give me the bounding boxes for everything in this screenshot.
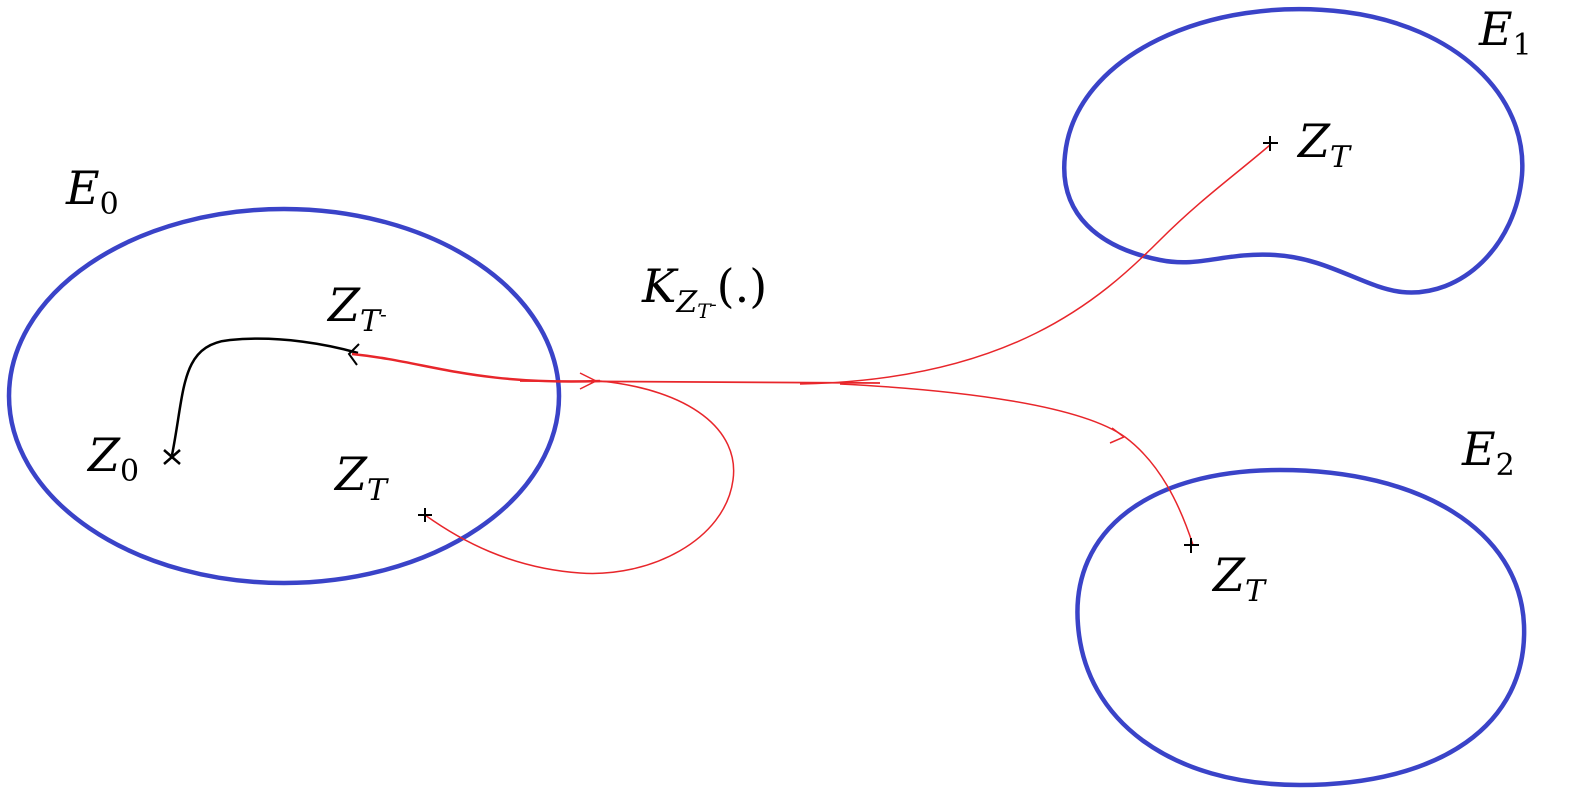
pre-jump-arrowhead (347, 343, 360, 366)
set-e0-outline (6, 206, 562, 586)
jump-path-arrowhead-main (579, 372, 598, 390)
label-e0-base: E (66, 161, 100, 215)
label-zt-e2-sub: T (1244, 574, 1265, 609)
label-z0: Z0 (88, 432, 139, 487)
label-zt-minus-base: Z (328, 278, 360, 332)
marker-zt-e1 (1263, 136, 1278, 151)
label-kernel-base: K (642, 259, 677, 313)
jump-path-loop-to-e0 (424, 380, 735, 575)
set-e1-outline (1061, 6, 1525, 295)
label-kernel-sub: ZT- (676, 285, 717, 323)
label-zt-e1-base: Z (1298, 114, 1330, 168)
label-e0-sub: 0 (99, 187, 119, 222)
label-zt-minus: ZT- (328, 282, 387, 337)
label-zt-e0: ZT (335, 451, 387, 506)
label-zt-minus-sub: T- (360, 304, 387, 339)
jump-path-to-e1 (799, 144, 1271, 385)
label-e2-sub: 2 (1495, 448, 1515, 483)
label-e0: E0 (66, 165, 119, 220)
label-z0-base: Z (88, 428, 120, 482)
label-kernel-sub-t: T (697, 299, 711, 323)
label-e1-sub: 1 (1512, 28, 1532, 63)
label-e2-base: E (1462, 422, 1496, 476)
set-e2-outline (1075, 467, 1527, 788)
label-zt-e0-base: Z (335, 447, 367, 501)
label-zt-e2-base: Z (1213, 548, 1245, 602)
marker-z0 (163, 449, 181, 465)
label-zt-e0-sub: T (366, 473, 387, 508)
label-zt-e1-sub: T (1329, 140, 1350, 175)
label-kernel-arg: (.) (716, 259, 768, 313)
marker-zt-e0 (418, 508, 432, 522)
label-kernel-sub-z: Z (676, 285, 698, 320)
label-z0-sub: 0 (119, 454, 140, 489)
label-kernel-sup: - (710, 294, 717, 315)
pre-jump-path (170, 337, 359, 456)
label-zt-minus-sub-t: T (359, 304, 380, 339)
marker-zt-e2 (1184, 538, 1199, 553)
label-e1-base: E (1479, 2, 1513, 56)
label-e2: E2 (1462, 426, 1515, 481)
label-zt-minus-sup: - (379, 302, 387, 326)
label-zt-e1: ZT (1298, 118, 1350, 173)
label-kernel: KZT-(.) (642, 263, 767, 321)
jump-path-to-e2 (839, 383, 1194, 546)
label-zt-e2: ZT (1213, 552, 1265, 607)
jump-path-arrowhead-e2 (1109, 427, 1126, 444)
label-e1: E1 (1479, 6, 1532, 61)
jump-path-main (351, 352, 601, 383)
